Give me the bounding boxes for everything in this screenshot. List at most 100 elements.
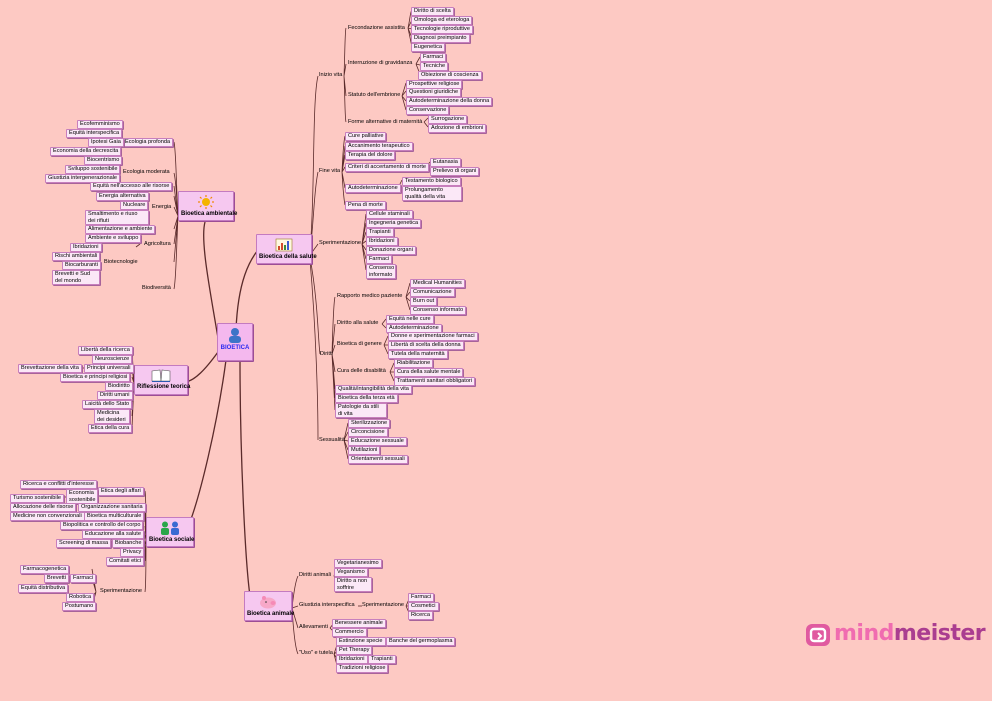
node-donazione-organi[interactable]: Donazione organi [366, 246, 416, 255]
node-uso-tutela[interactable]: "Uso" e tutela [299, 650, 333, 656]
node-questioni-giuridiche[interactable]: Questioni giuridiche [406, 88, 462, 97]
node-conservazione[interactable]: Conservazione [406, 106, 450, 115]
node-trapianti-salute[interactable]: Trapianti [366, 228, 394, 237]
node-ingegneria-genetica[interactable]: Ingegneria genetica [366, 219, 422, 228]
node-economia-sostenibile[interactable]: Economia sostenibile [66, 489, 98, 505]
node-sviluppo-sostenibile[interactable]: Sviluppo sostenibile [65, 165, 121, 174]
node-statuto-embrione[interactable]: Statuto dell'embrione [348, 92, 401, 98]
node-cure-palliative[interactable]: Cure palliative [345, 132, 387, 141]
node-ricerca-animale[interactable]: Ricerca [408, 611, 433, 620]
node-consenso-informato-rapporto[interactable]: Consenso informato [410, 306, 467, 315]
node-diritti[interactable]: Diritti [320, 351, 333, 357]
node-estinzione-specie[interactable]: Estinzione specie [336, 637, 386, 646]
branch-bioetica-ambientale[interactable]: Bioetica ambientale [178, 191, 237, 221]
node-agricoltura[interactable]: Agricoltura [144, 241, 171, 247]
node-bioetica-di-genere[interactable]: Bioetica di genere [337, 341, 382, 347]
node-educazione-sessuale[interactable]: Educazione sessuale [348, 437, 407, 446]
node-burn-out[interactable]: Burn out [410, 297, 438, 306]
root-node[interactable]: BIOETICA [217, 323, 253, 361]
node-terapia-dolore[interactable]: Terapia del dolore [345, 151, 396, 160]
node-liberta-scelta-donna[interactable]: Libertà di scelta della donna [388, 341, 464, 350]
node-biotecnologie[interactable]: Biotecnologie [104, 259, 138, 265]
node-surrogazione[interactable]: Surrogazione [428, 115, 468, 124]
node-comitati-etici[interactable]: Comitati etici [106, 557, 145, 566]
node-tutela-maternita[interactable]: Tutela della maternità [388, 350, 448, 359]
node-diritti-animali[interactable]: Diritti animali [299, 572, 332, 578]
node-trapianti-animale[interactable]: Trapianti [368, 655, 396, 664]
node-medicina-desideri[interactable]: Medicina dei desideri [94, 409, 130, 425]
node-bioetica-multiculturale[interactable]: Bioetica multiculturale [84, 512, 145, 521]
node-forme-alternative-maternita[interactable]: Forme alternative di maternità [348, 119, 423, 125]
node-ibridazioni-animale[interactable]: Ibridazioni [336, 655, 368, 664]
node-turismo-sostenibile[interactable]: Turismo sostenibile [10, 494, 64, 503]
node-fecondazione-assistita[interactable]: Fecondazione assistita [348, 25, 405, 31]
node-veganismo[interactable]: Veganismo [334, 568, 368, 577]
node-cosmetici[interactable]: Cosmetici [408, 602, 439, 611]
node-biobanche[interactable]: Biobanche [112, 539, 145, 548]
node-farmacogenetica[interactable]: Farmacogenetica [20, 565, 70, 574]
node-farmaci-sperimentazione[interactable]: Farmaci [366, 255, 393, 264]
node-consenso-informato-sperimentazione[interactable]: Consenso informato [366, 264, 396, 280]
node-accanimento-terapeutico[interactable]: Accanimento terapeutico [345, 142, 413, 151]
node-trattamenti-sanitari-obbligatori[interactable]: Trattamenti sanitari obbligatori [394, 377, 476, 386]
node-biodiritto[interactable]: Biodiritto [105, 382, 133, 391]
node-tecniche[interactable]: Tecniche [420, 62, 449, 71]
node-cura-disabilita[interactable]: Cura delle disabilità [337, 368, 386, 374]
node-neuroscienze[interactable]: Neuroscienze [92, 355, 133, 364]
node-giustizia-intergenerazionale[interactable]: Giustizia intergenerazionale [45, 174, 121, 183]
node-circoncisione[interactable]: Circoncisione [348, 428, 388, 437]
node-eutanasia[interactable]: Eutanasia [430, 158, 461, 167]
node-pena-di-morte[interactable]: Pena di morte [345, 201, 386, 210]
node-principi-universali[interactable]: Principi universali [84, 364, 134, 373]
node-testamento-biologico[interactable]: Testamento biologico [402, 177, 461, 186]
node-brevetti[interactable]: Brevetti [44, 574, 69, 583]
node-ecologia-moderata[interactable]: Ecologia moderata [123, 169, 170, 175]
node-equita-distributiva[interactable]: Equità distributiva [18, 584, 69, 593]
node-farmaci-animale[interactable]: Farmaci [408, 593, 435, 602]
node-sessualita[interactable]: Sessualità [319, 437, 345, 443]
node-farmaci-interruzione[interactable]: Farmaci [420, 53, 447, 62]
node-adozione-embrioni[interactable]: Adozione di embrioni [428, 124, 487, 133]
node-educazione-alla-salute[interactable]: Educazione alla salute [82, 530, 144, 539]
node-obiezione-coscienza[interactable]: Obiezione di coscienza [418, 71, 482, 80]
node-rapporto-medico-paziente[interactable]: Rapporto medico paziente [337, 293, 403, 299]
node-comunicazione[interactable]: Comunicazione [410, 288, 455, 297]
node-medicine-non-convenzionali[interactable]: Medicine non convenzionali [10, 512, 85, 521]
node-ecofemminismo[interactable]: Ecofemminismo [77, 120, 123, 129]
node-nucleare[interactable]: Nucleare [120, 201, 149, 210]
node-banche-germoplasma[interactable]: Banche del germoplasma [386, 637, 456, 646]
node-biocarburanti[interactable]: Biocarburanti [62, 261, 101, 270]
node-etica-della-cura[interactable]: Etica della cura [88, 424, 133, 433]
node-eugenetica[interactable]: Eugenetica [411, 43, 445, 52]
node-sperimentazione-sociale[interactable]: Sperimentazione [100, 588, 142, 594]
node-equita-nelle-cure[interactable]: Equità nelle cure [386, 315, 434, 324]
node-vegetarianesimo[interactable]: Vegetarianesimo [334, 559, 382, 568]
node-diritti-umani[interactable]: Diritti umani [97, 391, 133, 400]
node-commercio[interactable]: Commercio [332, 628, 367, 637]
node-screening-di-massa[interactable]: Screening di massa [56, 539, 112, 548]
node-equita-interspecifica[interactable]: Equità interspecifica [66, 129, 123, 138]
node-sperimentazione-salute[interactable]: Sperimentazione [319, 240, 361, 246]
node-allocazione-risorse[interactable]: Allocazione delle risorse [10, 503, 77, 512]
node-farmaci-sociale[interactable]: Farmaci [70, 574, 97, 583]
node-orientamenti-sessuali[interactable]: Orientamenti sessuali [348, 455, 408, 464]
node-prolungamento-qualita-vita[interactable]: Prolungamento qualità della vita [402, 186, 462, 202]
node-bioetica-terza-eta[interactable]: Bioetica della terza età [335, 394, 398, 403]
node-economia-decrescita[interactable]: Economia della decrescita [50, 147, 122, 156]
node-ecologia-profonda[interactable]: Ecologia profonda [122, 138, 174, 147]
node-laicita-stato[interactable]: Laicità dello Stato [82, 400, 133, 409]
node-robotica[interactable]: Robotica [66, 593, 95, 602]
node-brevetti-sud-del-mondo[interactable]: Brevetti e Sud del mondo [52, 270, 100, 286]
node-sterilizzazione[interactable]: Sterilizzazione [348, 419, 391, 428]
node-interruzione-gravidanza[interactable]: Interruzione di gravidanza [348, 60, 413, 66]
node-ipotesi-gaia[interactable]: Ipotesi Gaia [88, 138, 124, 147]
node-patologie-stili-di-vita[interactable]: Patologie da stili di vita [335, 403, 387, 419]
node-fine-vita[interactable]: Fine vita [319, 168, 341, 174]
node-ibridazioni-ambiente[interactable]: Ibridazioni [70, 243, 102, 252]
node-giustizia-interspecifica[interactable]: Giustizia interspecifica [299, 602, 355, 608]
node-mutilazioni[interactable]: Mutilazioni [348, 446, 381, 455]
node-bioetica-principi-religiosi[interactable]: Bioetica e principi religiosi [60, 373, 131, 382]
node-ibridazioni-salute[interactable]: Ibridazioni [366, 237, 398, 246]
branch-riflessione-teorica[interactable]: Riflessione teorica [134, 365, 190, 395]
node-biodiversita[interactable]: Biodiversità [142, 285, 171, 291]
